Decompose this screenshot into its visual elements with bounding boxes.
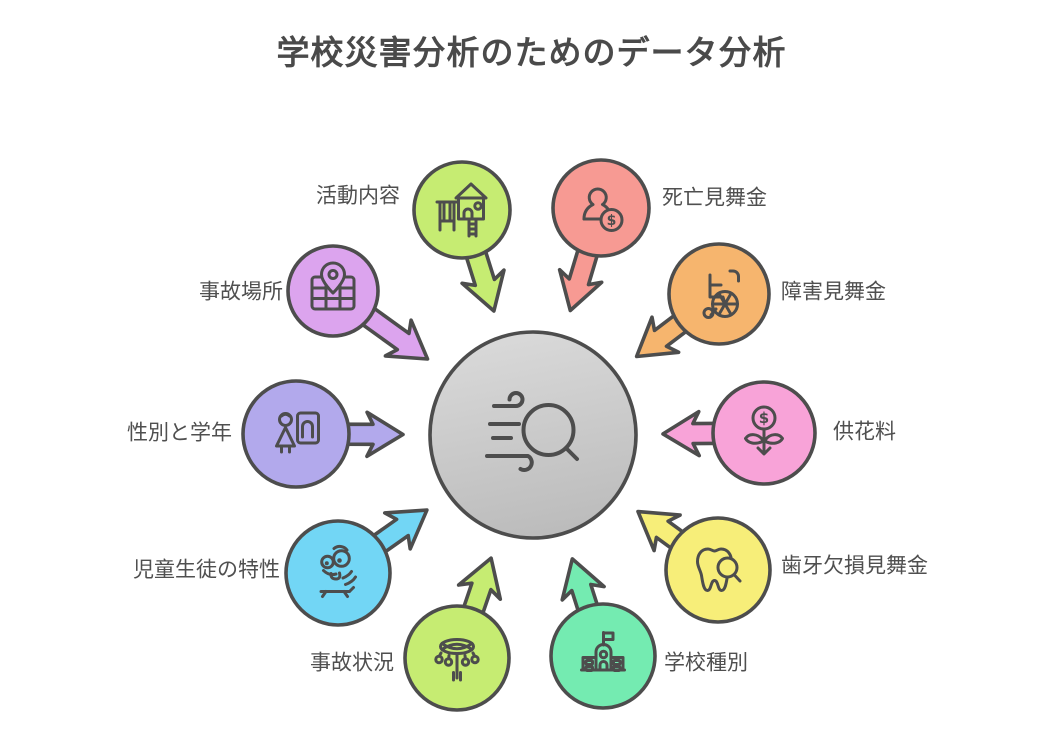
node-label: 児童生徒の特性 xyxy=(133,558,280,582)
node-label: 性別と学年 xyxy=(127,421,232,445)
node-label: 活動内容 xyxy=(316,184,400,208)
node-label: 事故状況 xyxy=(310,651,394,675)
node-label: 障害見舞金 xyxy=(781,280,886,304)
page-title: 学校災害分析のためのデータ分析 xyxy=(276,34,787,71)
node-circle xyxy=(551,158,651,258)
node-label: 事故場所 xyxy=(199,280,283,304)
nodes-layer xyxy=(241,158,817,712)
node-circle xyxy=(549,602,657,710)
node-label: 供花料 xyxy=(833,420,896,444)
center-circle xyxy=(428,330,638,540)
node-label: 死亡見舞金 xyxy=(662,186,767,210)
node-label: 歯牙欠損見舞金 xyxy=(781,554,928,578)
node-circle xyxy=(412,160,512,260)
node-label: 学校種別 xyxy=(664,651,748,675)
